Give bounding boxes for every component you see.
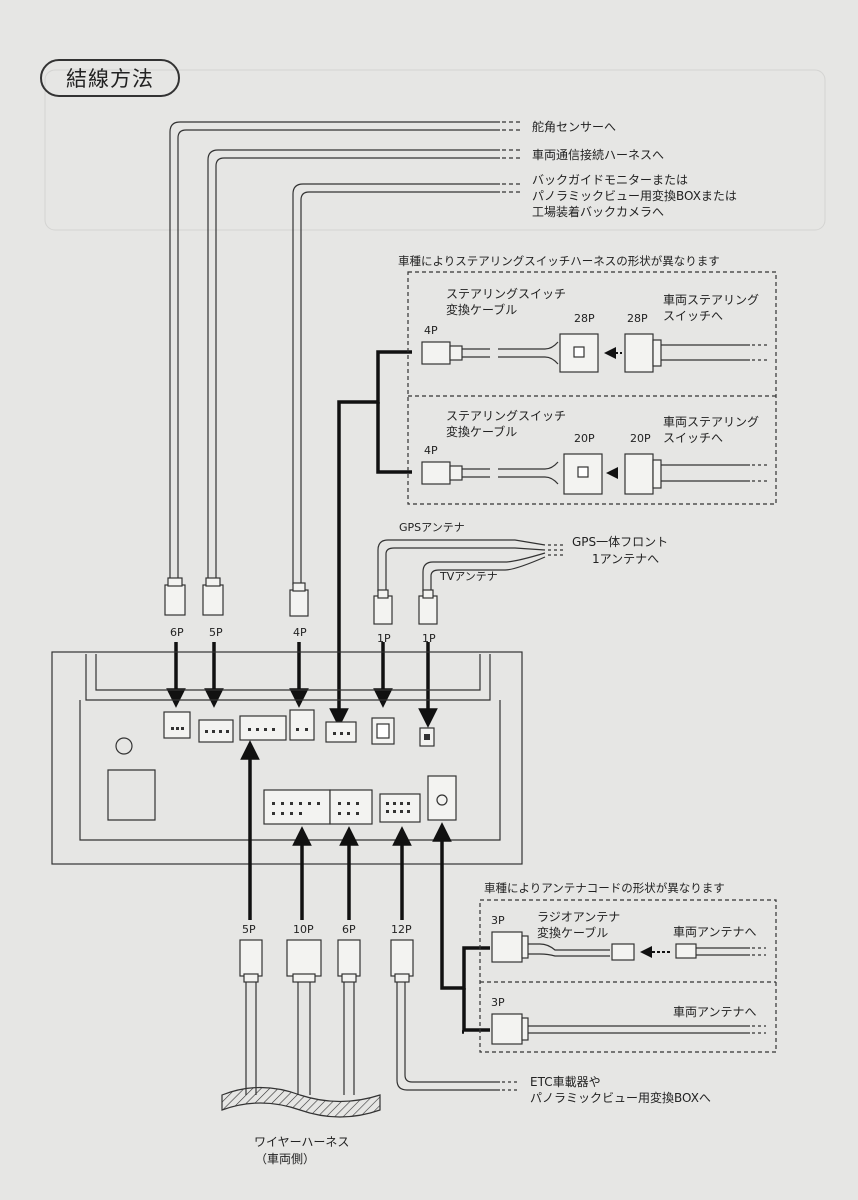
connector-4p-label: 4P [293, 626, 307, 639]
vehicle-sw-2a: 車両ステアリング [663, 415, 759, 429]
connector-1p-a-label: 1P [377, 632, 391, 645]
radio-conv-label-2: 変換ケーブル [537, 925, 608, 940]
p4-top-label: 4P [424, 324, 438, 337]
p28-b-label: 28P [627, 312, 648, 325]
connector-1p-b-label: 1P [422, 632, 436, 645]
conv-cable-1b: 変換ケーブル [446, 302, 517, 317]
gps-front-label-1: GPS一体フロント [572, 535, 668, 549]
etc-label-2: パノラミックビュー用変換BOXへ [530, 1090, 711, 1105]
bottom-connectors [239, 939, 414, 983]
p20-a-label: 20P [574, 432, 595, 445]
gps-tv-cables [377, 539, 565, 592]
back-monitor-label-2: パノラミックビュー用変換BOXまたは [532, 188, 737, 203]
antenna-3p-top-label: 3P [491, 914, 505, 927]
harness-bundle [221, 1086, 381, 1118]
back-monitor-label-3: 工場装着バックカメラへ [532, 204, 664, 219]
p4-bot-label: 4P [424, 444, 438, 457]
back-monitor-label-1: バックガイドモニターまたは [532, 173, 688, 187]
top-cables [169, 121, 522, 585]
bottom-5p-label: 5P [242, 923, 256, 936]
tv-antenna-label: TVアンテナ [439, 570, 498, 583]
steering-20p-variant [421, 453, 768, 495]
harness-cables [245, 982, 520, 1095]
page-title: 結線方法 [40, 59, 180, 97]
unit-top-ports [163, 709, 435, 747]
main-unit [51, 651, 523, 865]
antenna-lower-variant [491, 1013, 766, 1045]
conv-cable-2a: ステアリングスイッチ [446, 409, 566, 423]
unit-bottom-ports [263, 775, 457, 825]
radio-conv-label-1: ラジオアンテナ [537, 910, 620, 924]
steering-sensor-label: 舵角センサーへ [532, 119, 616, 134]
vehicle-antenna-label-1: 車両アンテナへ [673, 925, 757, 939]
gps-front-label-2: 1アンテナへ [592, 552, 659, 566]
antenna-upper-variant [491, 931, 766, 963]
vehicle-antenna-label-2: 車両アンテナへ [673, 1005, 757, 1019]
antenna-note: 車種によりアンテナコードの形状が異なります [484, 881, 725, 895]
top-arrows [166, 350, 438, 728]
vehicle-sw-2b: スイッチへ [663, 431, 723, 445]
connector-5p-label: 5P [209, 626, 223, 639]
antenna-box [479, 899, 777, 1053]
p20-b-label: 20P [630, 432, 651, 445]
bottom-arrows [240, 740, 490, 1034]
bottom-12p-label: 12P [391, 923, 412, 936]
p28-a-label: 28P [574, 312, 595, 325]
gps-antenna-label: GPSアンテナ [399, 521, 465, 534]
wire-harness-label: ワイヤーハーネス [254, 1135, 349, 1149]
bottom-6p-label: 6P [342, 923, 356, 936]
vehicle-side-label: （車両側） [255, 1152, 315, 1166]
vehicle-comm-label: 車両通信接続ハーネスへ [532, 147, 664, 162]
antenna-3p-bot-label: 3P [491, 996, 505, 1009]
vehicle-sw-1b: スイッチへ [663, 309, 723, 323]
vehicle-sw-1a: 車両ステアリング [663, 293, 759, 307]
conv-cable-1a: ステアリングスイッチ [446, 287, 566, 301]
steering-28p-variant [421, 333, 768, 373]
top-connectors [164, 577, 309, 617]
connector-6p-label: 6P [170, 626, 184, 639]
antenna-1p-connectors [373, 589, 438, 625]
etc-label-1: ETC車載器や [530, 1075, 601, 1089]
steering-switch-box [407, 271, 777, 505]
background-ghost [44, 69, 826, 231]
bottom-10p-label: 10P [293, 923, 314, 936]
conv-cable-2b: 変換ケーブル [446, 424, 517, 439]
steering-note: 車種によりステアリングスイッチハーネスの形状が異なります [398, 254, 720, 268]
